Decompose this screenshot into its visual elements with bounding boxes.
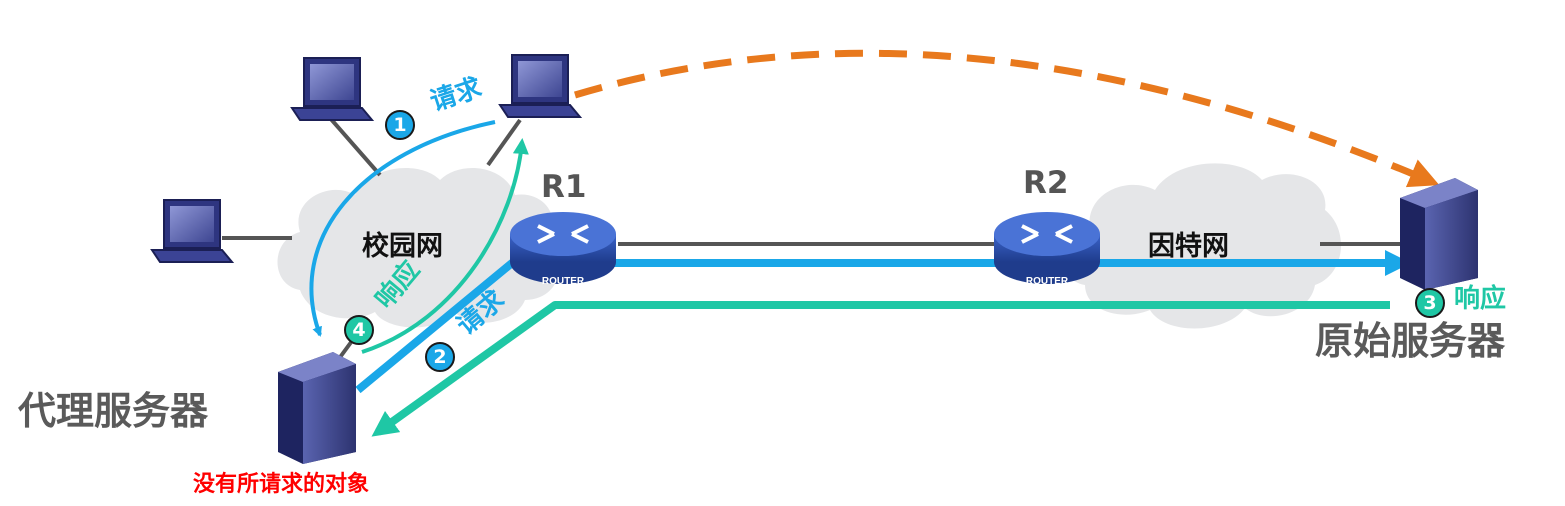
router-r2-label: R2 [1023, 165, 1069, 201]
campus-network-label: 校园网 [362, 231, 443, 262]
origin-server-icon [1400, 178, 1478, 290]
step2-badge: 2 [425, 342, 455, 372]
internet-label: 因特网 [1148, 231, 1229, 262]
pc-top-left [290, 57, 375, 121]
step3-label: 响应 [1454, 284, 1507, 314]
proxy-server-label: 代理服务器 [18, 389, 209, 433]
step4-badge: 4 [344, 315, 374, 345]
proxy-server-icon [278, 352, 356, 464]
proxy-miss-note: 没有所请求的对象 [193, 472, 370, 497]
router-r1-label: R1 [541, 169, 587, 205]
step1-request-arrow [309, 120, 496, 337]
direct-path-arrow [573, 49, 1440, 188]
origin-server-label: 原始服务器 [1315, 319, 1506, 363]
step3-response-arrow [371, 301, 1390, 437]
internet-cloud [1063, 163, 1342, 329]
campus-cloud [277, 168, 559, 328]
router-r2-caption: ROUTER [1026, 276, 1069, 287]
pc-left [150, 199, 235, 263]
router-r2-icon [994, 212, 1100, 284]
step1-badge: 1 [385, 110, 415, 140]
router-r1-caption: ROUTER [542, 276, 585, 287]
router-r1-icon [510, 212, 616, 284]
pc-requester [498, 54, 583, 118]
network-links [222, 116, 1402, 362]
step4-response-arrow [361, 138, 529, 354]
step3-badge: 3 [1415, 288, 1445, 318]
